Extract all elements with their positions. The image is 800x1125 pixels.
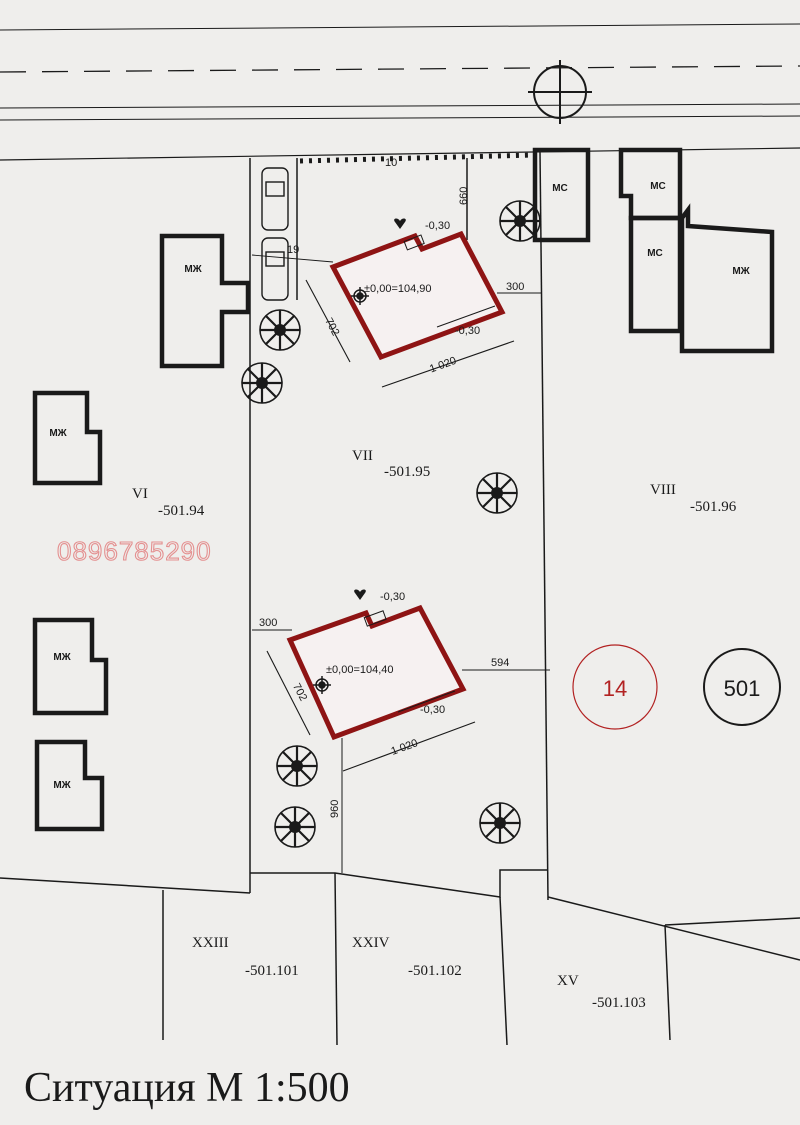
- drawing-title: Ситуация М 1:500: [24, 1065, 350, 1111]
- house-2: ±0,00=104,40 -0,30 -0,30 1 020 702 300 5…: [252, 589, 550, 873]
- house-1-level-bottom: -0,30: [455, 325, 480, 337]
- plot-xxiii-code: -501.101: [245, 963, 299, 979]
- building-label-ms-2: МС: [650, 181, 666, 192]
- house-2-level-top: -0,30: [380, 591, 405, 603]
- building-label-mzh-3: МЖ: [53, 652, 71, 663]
- house-2-dist-right: 594: [491, 657, 509, 669]
- building-label-mzh-2: МЖ: [49, 428, 67, 439]
- house-2-elevation: ±0,00=104,40: [326, 664, 394, 676]
- fence-line: [299, 152, 536, 164]
- plot-boundaries: [0, 151, 800, 1046]
- block-number: 14: [603, 676, 627, 701]
- house-1-setback-right: 300: [506, 281, 524, 293]
- plot-vii-code: -501.95: [384, 464, 430, 480]
- parking-cars: [261, 167, 289, 301]
- plot-vi-number: VI: [132, 486, 148, 502]
- block-number-marker: 14: [572, 644, 658, 730]
- plot-viii-number: VIII: [650, 482, 676, 498]
- plot-vii-number: VII: [352, 448, 373, 464]
- plot-vi-code: -501.94: [158, 503, 205, 519]
- house-1-elevation: ±0,00=104,90: [364, 283, 432, 295]
- plot-xxiv-code: -501.102: [408, 963, 462, 979]
- house-1-width: 1 020: [428, 355, 458, 376]
- geodetic-point-icon: [528, 60, 592, 124]
- house-1-dist-street: 660: [458, 187, 470, 205]
- house-1-edge-left: 19: [287, 244, 299, 256]
- house-2-level-bottom: -0,30: [420, 704, 445, 716]
- building-label-ms-1: МС: [552, 183, 568, 194]
- neighbour-buildings: [32, 147, 775, 832]
- plot-xv-code: -501.103: [592, 995, 646, 1011]
- building-label-mzh-4: МЖ: [53, 780, 71, 791]
- building-label-ms-3: МС: [647, 248, 663, 259]
- plot-xxiii-number: XXIII: [192, 935, 229, 951]
- phone-watermark: 0896785290: [57, 536, 212, 566]
- house-1-level-top: -0,30: [425, 220, 450, 232]
- street: [0, 23, 800, 161]
- street-note: 10: [385, 157, 397, 169]
- plot-viii-code: -501.96: [690, 499, 737, 515]
- building-label-mzh-5: МЖ: [732, 266, 750, 277]
- quarter-number: 501: [724, 676, 761, 701]
- house-1-depth: 702: [322, 316, 341, 338]
- house-2-width: 1 020: [390, 737, 420, 758]
- plot-xv-number: XV: [557, 973, 579, 989]
- house-1: ±0,00=104,90 -0,30 -0,30 1 020 702 300 6…: [251, 187, 542, 388]
- house-2-setback-left: 300: [259, 617, 277, 629]
- quarter-number-marker: 501: [703, 648, 781, 726]
- house-2-dist-rear: 960: [329, 800, 341, 818]
- plot-xxiv-number: XXIV: [352, 935, 390, 951]
- building-label-mzh-1: МЖ: [184, 264, 202, 275]
- house-2-depth: 702: [290, 681, 309, 703]
